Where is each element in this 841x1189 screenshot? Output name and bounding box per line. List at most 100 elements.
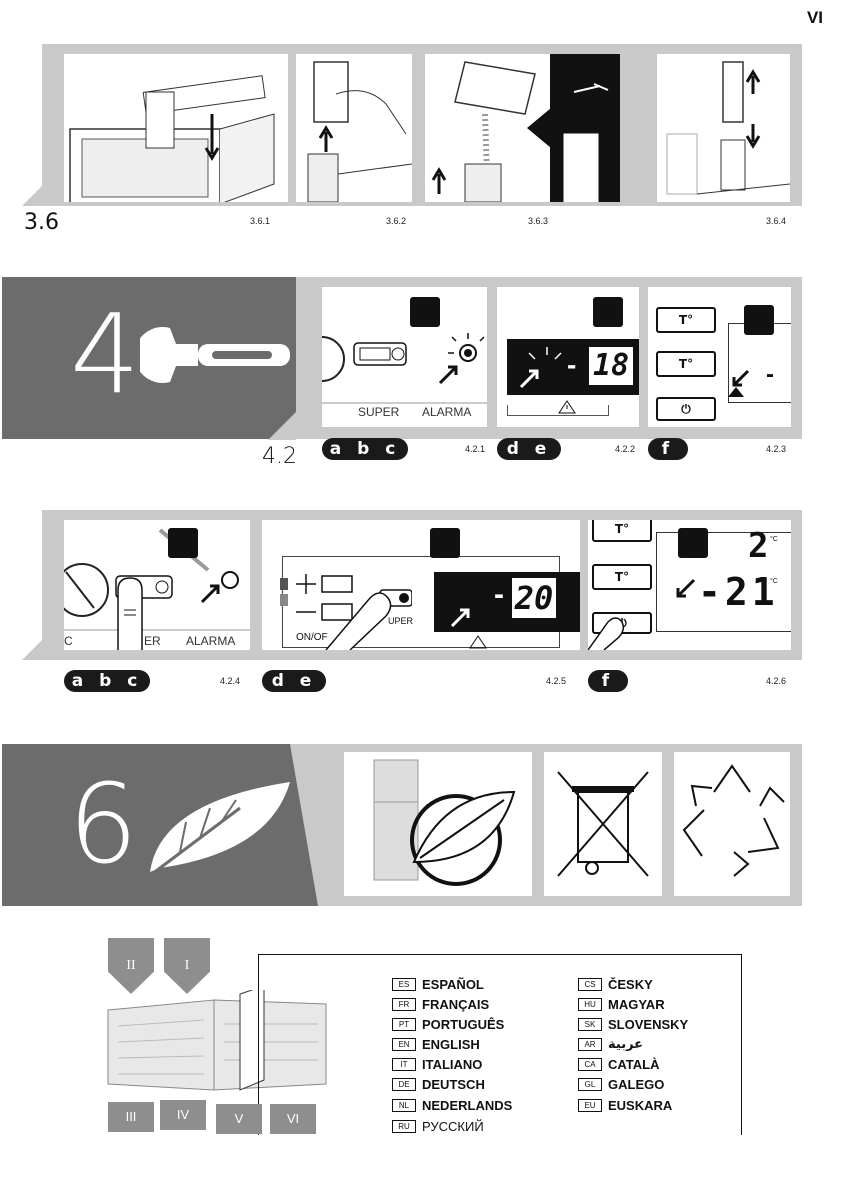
section-4-2-title: 4.2	[262, 444, 297, 469]
alarm-sound-icon	[593, 297, 623, 327]
lang-name: ENGLISH	[422, 1036, 480, 1052]
alarm-arrow-icon	[450, 608, 470, 628]
lang-item-ar[interactable]: AR عربية	[578, 1035, 643, 1053]
fridge-temp-unit: °C	[770, 536, 778, 543]
section-6-number: 6	[68, 760, 138, 888]
section-6-dark-block	[2, 744, 318, 906]
alarm-arrow-icon	[728, 369, 750, 397]
filter-illustration	[307, 61, 412, 202]
freezer-temp-button[interactable]: T°	[592, 564, 652, 590]
lang-name: CATALÀ	[608, 1056, 660, 1072]
wrench-icon	[140, 327, 290, 383]
panel-4-2-3: T° T° ⏻ -	[648, 287, 791, 427]
super-label: ER	[144, 634, 161, 648]
lang-code: IT	[392, 1057, 416, 1071]
freezer-temp-minus: -	[567, 349, 577, 380]
control-dial	[64, 528, 250, 650]
step-label-3-6-3: 3.6.3	[528, 216, 549, 226]
lang-item-it[interactable]: IT ITALIANO	[392, 1055, 482, 1073]
arrow-i-label: I	[184, 958, 190, 973]
lang-name: EUSKARA	[608, 1097, 673, 1113]
freezer-temp-value: 18	[589, 347, 633, 385]
power-button[interactable]: ⏻	[656, 397, 716, 421]
c-label: C	[64, 634, 73, 648]
step-3-6-3-dark-pointer	[527, 108, 551, 148]
warning-icon	[558, 400, 576, 414]
display-frame	[507, 405, 609, 416]
lang-code: CS	[578, 977, 602, 991]
drawer-illustration	[69, 75, 275, 202]
panel-4-2-1: SUPER ALARMA	[322, 287, 487, 427]
step-label-4-2-4: 4.2.4	[220, 676, 241, 686]
crossed-bin-icon	[557, 771, 649, 877]
alarm-sound-icon	[410, 297, 440, 327]
lang-code: AR	[578, 1037, 602, 1051]
page-box-v: V	[216, 1104, 262, 1134]
lang-item-en[interactable]: EN ENGLISH	[392, 1035, 480, 1053]
freezer-temp-value: -21	[698, 570, 779, 614]
freezer-temp-value: 20	[512, 578, 556, 618]
lang-name: عربية	[608, 1036, 644, 1052]
step-label-4-2-1: 4.2.1	[465, 444, 486, 454]
finger-press	[325, 592, 392, 650]
step-label-3-6-4: 3.6.4	[766, 216, 787, 226]
super-label: SUPER	[358, 405, 400, 419]
step-label-4-2-5: 4.2.5	[546, 676, 567, 686]
lang-code: EN	[392, 1037, 416, 1051]
arrow-box-i: I	[164, 938, 210, 994]
lang-code: DE	[392, 1077, 416, 1091]
fridge-temp-value: 2	[748, 526, 769, 566]
eco-fridge-illustration	[373, 759, 516, 886]
panel-4-2-6: T° T° ⏻ 2 °C -21 °C	[588, 520, 791, 650]
weee-bin-panel	[544, 752, 662, 896]
leaf-icon	[143, 782, 290, 882]
lang-code: PT	[392, 1017, 416, 1031]
step-label-3-6-2: 3.6.2	[386, 216, 407, 226]
lang-item-pt[interactable]: PT PORTUGUÊS	[392, 1015, 504, 1033]
lang-code: NL	[392, 1098, 416, 1112]
fridge-temp-button[interactable]: T°	[592, 520, 652, 542]
pill-f-1: f	[648, 438, 688, 460]
booklet-illustration	[107, 990, 327, 1091]
step-3-6-4-panel	[657, 54, 790, 202]
super-label: UPER	[388, 616, 414, 626]
lang-code: FR	[392, 997, 416, 1011]
section-4-number: 4	[70, 290, 140, 418]
temp-minus: -	[766, 361, 774, 388]
freezer-temp-button[interactable]: T°	[656, 351, 716, 377]
alarm-arrow-icon	[676, 578, 696, 598]
page-box-vi: VI	[270, 1104, 316, 1134]
lang-name: ITALIANO	[422, 1056, 483, 1072]
fridge-temp-button[interactable]: T°	[656, 307, 716, 333]
control-dial	[322, 333, 487, 404]
freezer-temp-minus: -	[494, 578, 504, 611]
eco-fridge-panel	[344, 752, 532, 896]
filter-replace-illustration	[666, 61, 790, 195]
lang-name: ESPAÑOL	[422, 976, 484, 992]
pill-abc-1: a b c	[322, 438, 408, 460]
pill-de-2: d e	[262, 670, 326, 692]
alarm-label: ALARMA	[186, 634, 236, 648]
panel-4-2-2: 18 -	[497, 287, 639, 427]
lang-code: HU	[578, 997, 602, 1011]
step-3-6-2-panel	[296, 54, 412, 202]
lang-name: РУССКИЙ	[422, 1118, 484, 1134]
section-4-row2-corner	[22, 632, 50, 660]
lang-name: PORTUGUÊS	[422, 1016, 505, 1032]
step-label-4-2-6: 4.2.6	[766, 676, 787, 686]
section-6-corner	[290, 744, 318, 906]
lang-code: SK	[578, 1017, 602, 1031]
freezer-temp-unit: °C	[770, 578, 778, 585]
section-3-6-corner	[22, 178, 50, 206]
